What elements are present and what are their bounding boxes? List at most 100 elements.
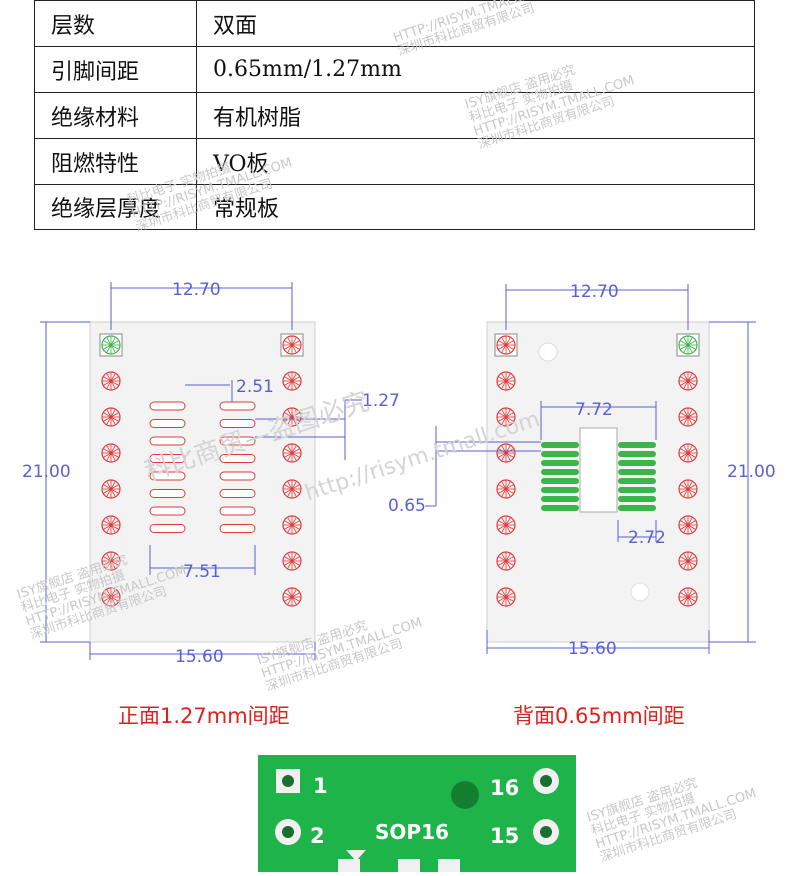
pad-spoke [287,416,293,425]
pad-spoke [291,556,300,562]
through-hole-pad [678,371,698,391]
pad-spoke [287,409,293,418]
pad-spoke [498,412,507,418]
pad-spoke [687,524,696,530]
pad-spoke [110,412,119,418]
spec-key: 引脚间距 [34,46,197,93]
pad-spoke [687,596,693,605]
pad-spoke [505,524,514,530]
pad-spoke [106,596,112,605]
pad-spoke [106,344,112,353]
front-dim-outline: 15.60 [175,647,224,667]
pad-spoke [103,380,112,386]
watermark-block: ISY旗舰店 盗用必究 科比电子 实物拍摄 HTTP://RISYM.TMALL… [585,760,762,866]
through-hole-pad [678,443,698,463]
pad-spoke [287,373,293,382]
pad-spoke [291,373,297,382]
back-smd-pad [541,451,579,457]
pad-spoke [680,376,689,382]
pad-spoke [291,452,300,458]
pad-spoke [687,416,693,425]
through-hole-pad [496,443,516,463]
through-hole-pad [496,479,516,499]
pad-spoke [680,484,689,490]
pad-spoke [687,340,696,346]
pad-spoke [501,488,507,497]
pad-spoke [110,416,116,425]
pad-spoke [505,524,511,533]
back-smd-pad [541,442,579,448]
pad-spoke [284,340,293,346]
front-smd-pad [149,454,186,463]
pad-spoke [683,409,689,418]
pad-spoke [505,556,514,562]
pad-spoke [505,452,514,458]
pad-spoke [106,380,112,389]
spec-key: 阻燃特性 [34,138,197,185]
through-hole-pad [678,407,698,427]
pad-spoke [683,560,689,569]
pad-spoke [505,340,514,346]
pad-spoke [498,452,507,458]
pad-spoke [110,373,116,382]
pad-spoke [680,340,689,346]
pad-spoke [103,412,112,418]
pad-spoke [505,517,511,526]
pcb-photo-drawing: 1 2 16 15 SOP16 [275,768,559,872]
pad-spoke [680,592,689,598]
pad-spoke [291,488,300,494]
front-smd-pad [219,471,256,481]
pad-spoke [687,448,696,454]
pad-spoke [687,452,693,461]
pad-spoke [291,380,297,389]
through-hole-pad [282,371,302,391]
pad-spoke [505,412,514,418]
pad-spoke [505,344,511,353]
through-hole-pad [101,515,121,535]
pad-spoke [687,380,693,389]
pad-spoke [683,344,689,353]
through-hole-pad [101,407,121,427]
watermark-line3: HTTP://RISYM.TMALL.COM [593,786,759,853]
spec-row: 引脚间距 0.65mm/1.27mm [34,46,755,93]
pad-spoke [103,488,112,494]
pad-spoke [683,589,689,598]
pad-spoke [106,488,112,497]
back-dim-outline: 15.60 [568,639,617,659]
pad-spoke [687,344,693,353]
pad-spoke [501,445,507,454]
watermark-line1: ISY旗舰店 盗用必究 [585,775,700,826]
through-hole-pad [101,443,121,463]
through-hole-pad [494,333,518,357]
pad-spoke [680,520,689,526]
pad-spoke [284,524,293,530]
spec-key: 层数 [34,0,197,47]
pad-spoke [505,592,514,598]
spec-row: 层数 双面 [34,0,755,47]
pad-spoke [498,488,507,494]
pad-spoke [501,373,507,382]
spec-value: VO板 [196,138,755,185]
spec-table: 层数 双面 引脚间距 0.65mm/1.27mm 绝缘材料 有机树脂 阻燃特性 … [34,0,755,230]
pad-spoke [106,524,112,533]
back-smd-pad [618,442,656,448]
back-dim-height: 21.00 [727,462,776,482]
pad-spoke [106,337,112,346]
pad-spoke [110,340,119,346]
spec-key: 绝缘材料 [34,92,197,139]
through-hole-pad [678,551,698,571]
pad-spoke [103,340,112,346]
back-dim-width: 12.70 [570,282,619,302]
pad-spoke [291,376,300,382]
pad-spoke [501,517,507,526]
spec-key: 绝缘层厚度 [34,184,197,230]
pad-spoke [683,488,689,497]
pad-spoke [110,481,116,490]
pad-spoke [501,524,507,533]
front-smd-pad [219,454,256,463]
through-hole-pad [282,479,302,499]
pad-spoke [287,560,293,569]
pad-spoke [291,488,297,497]
watermark-line4: 深圳市科比商贸有限公司 [598,807,739,866]
pad-spoke [110,344,116,353]
